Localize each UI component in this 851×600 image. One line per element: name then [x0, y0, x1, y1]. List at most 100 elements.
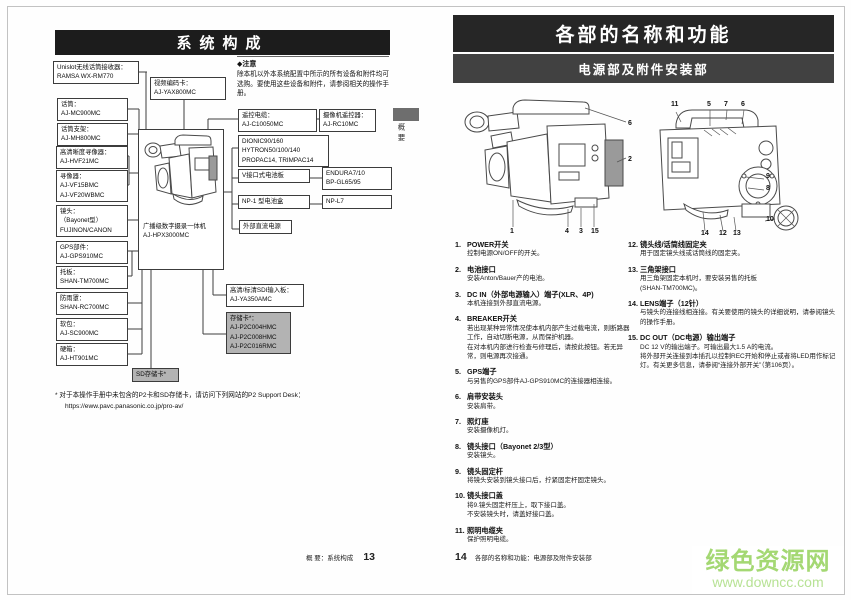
item-desc: 若出现某种异常情况使本机内部产生过载电流，则断路器工作，自动切断电源，从而保护机… [467, 324, 630, 360]
section-subtitle-bar: 电源部及附件安装部 [453, 54, 834, 83]
callout-1: 1 [510, 228, 514, 235]
item-title: 镜头线/话筒线固定夹 [640, 240, 707, 249]
callout-5: 5 [707, 101, 711, 108]
footnote-line1: * 对于本操作手册中未包含的P2卡和SD存储卡，请访问下列网站的P2 Suppo… [55, 392, 305, 399]
note-block: ◆注意 除本机以外本系统配置中所示的所有设备和附件均可选购。要使用这些设备和附件… [237, 56, 389, 99]
diagram-box-np1-case: NP-1 型电池盒 [238, 195, 310, 209]
item-title: LENS端子（12针） [640, 298, 704, 308]
footer-page-number: 14 [455, 551, 467, 563]
callout-6b: 6 [741, 101, 745, 108]
watermark: 绿色资源网 www.downcc.com [692, 546, 844, 594]
diagram-box-batteries: DIONIC90/160 HYTRON50/100/140 PROPAC14, … [238, 135, 329, 168]
list-item-4: 4. BREAKER开关若出现某种异常情况使本机内部产生过载电流，则断路器工作，自… [455, 314, 631, 361]
diagram-box-endura: ENDURA7/10 BP-GL65/95 [322, 167, 392, 190]
callout-4: 4 [565, 228, 569, 235]
callout-7: 7 [724, 101, 728, 108]
list-item-12: 12.镜头线/话筒线固定夹用于固定镜头线或话筒线的固定夹。 [628, 240, 840, 259]
item-desc: 将9.镜头固定杆压上，取下接口盖。 不安装镜头时，请盖好接口盖。 [467, 501, 570, 519]
diagram-box-lens: 镜头： （Bayonet型） FUJINON/CANON [56, 205, 128, 238]
diagram-box-remote-cable: 遥控电缆： AJ-C10050MC [238, 109, 317, 132]
list-item-10: 10.镜头接口盖将9.镜头固定杆压上，取下接口盖。 不安装镜头时，请盖好接口盖。 [455, 491, 631, 519]
callout-12: 12 [719, 230, 727, 237]
item-title: 镜头接口盖 [467, 491, 503, 501]
item-desc: 安装摄像机灯。 [467, 427, 513, 435]
section-tab-marker [393, 108, 419, 121]
left-page-footer: 概 要：系统构成 13 [306, 551, 375, 563]
list-item-2: 2.电池接口安装Anton/Bauer产的电池。 [455, 265, 631, 284]
scan-border [7, 6, 845, 595]
diagram-box-camera-remote: 摄像机遥控器： AJ-RC10MC [319, 109, 376, 132]
page-title-system-config: 系统构成 [55, 30, 390, 55]
footer-section-label: 各部的名称和功能：电源部及附件安装部 [474, 555, 592, 562]
note-heading: ◆注意 [237, 61, 257, 68]
diagram-box-mic: 话筒： AJ-MC900MC [57, 98, 128, 121]
item-number: 13. [628, 264, 638, 274]
diagram-box-ext-dc: 外部直流电源 [239, 220, 292, 234]
item-number: 10. [455, 491, 465, 501]
list-item-7: 7.照灯座安装摄像机灯。 [455, 417, 631, 436]
diagram-box-hd-viewfinder: 高清晰度寻像器： AJ-HVF21MC [56, 146, 128, 169]
item-number: 14. [628, 298, 638, 308]
diagram-box-plate: 托板： SHAN-TM700MC [56, 266, 128, 289]
item-desc: 用三角架固定本机时，要安装另售的托板 (SHAN-TM700MC)。 [640, 275, 757, 292]
callout-11: 11 [671, 101, 679, 108]
item-title: GPS端子 [467, 367, 497, 377]
callout-15: 15 [591, 228, 599, 235]
item-number: 6. [455, 392, 461, 402]
item-title: 照明电缆夹 [467, 525, 503, 535]
camera-unit-label: 广播级数字摄录一体机 AJ-HPX3000MC [143, 223, 206, 240]
item-title: 镜头固定杆 [467, 466, 503, 476]
list-item-6: 6.肩带安装头安装肩带。 [455, 392, 631, 411]
diagram-box-sdi-board: 高清/标清SDI输入板： AJ-YA350AMC [226, 284, 304, 307]
diagram-box-soft-bag: 软包： AJ-SC900MC [56, 318, 128, 341]
callout-2: 2 [628, 156, 632, 163]
callout-6: 6 [628, 120, 632, 127]
item-number: 1. [455, 240, 461, 249]
item-title: DC IN（外部电源输入）端子(XLR、4P) [467, 289, 594, 299]
list-item-1: 1.POWER开关控制电源ON/OFF的开关。 [455, 240, 631, 259]
footnote: * 对于本操作手册中未包含的P2卡和SD存储卡，请访问下列网站的P2 Suppo… [55, 391, 390, 412]
callout-13: 13 [733, 230, 741, 237]
list-item-9: 9.镜头固定杆将镜头安装到镜头接口后，拧紧固定杆固定镜头。 [455, 467, 631, 486]
item-title: POWER开关 [467, 240, 509, 249]
item-title: 三角架接口 [640, 264, 676, 274]
camcorder-front-left-illustration [464, 99, 627, 227]
item-desc: DC 12 V的输出端子。可输出最大1.5 A的电流。 将外部开关连接到本插孔以… [640, 343, 836, 370]
item-number: 4. [455, 314, 461, 324]
diagram-box-unislot-receiver: Unislot无线话筒接收器： RAMSA WX-RM770 [53, 61, 139, 84]
list-item-11: 11.照明电缆夹保护照明电缆。 [455, 526, 631, 545]
diagram-box-rain-cover: 防雨罩： SHAN-RC700MC [56, 292, 128, 315]
item-desc: 本机连接到外部直流电源。 [467, 299, 545, 307]
diagram-box-mic-holder: 话筒支架： AJ-MH800MC [57, 123, 128, 146]
diagram-box-camera-unit: 广播级数字摄录一体机 AJ-HPX3000MC [138, 129, 224, 270]
item-number: 7. [455, 416, 461, 426]
right-page-footer: 14 各部的名称和功能：电源部及附件安装部 [455, 551, 592, 563]
item-number: 3. [455, 289, 461, 299]
footer-page-number: 13 [363, 551, 375, 563]
item-title: 镜头接口（Bayonet 2/3型） [467, 441, 558, 451]
item-title: BREAKER开关 [467, 314, 517, 324]
item-number: 5. [455, 367, 461, 377]
camcorder-rear-right-illustration [659, 109, 799, 232]
footer-section-label: 概 要：系统构成 [306, 555, 354, 562]
item-title: 肩带安装头 [467, 392, 503, 402]
note-body: 除本机以外本系统配置中所示的所有设备和附件均可选购。要使用这些设备和附件，请参阅… [237, 71, 389, 98]
footnote-url: https://eww.pavc.panasonic.co.jp/pro-av/ [65, 402, 184, 410]
parts-list-column-left: 1.POWER开关控制电源ON/OFF的开关。 2.电池接口安装Anton/Ba… [455, 240, 631, 550]
list-item-8: 8. 镜头接口（Bayonet 2/3型）安装镜头。 [455, 442, 631, 461]
diagram-box-video-encoder: 视频编码卡： AJ-YAX800MC [150, 77, 226, 100]
callout-3: 3 [579, 228, 583, 235]
item-title: 电池接口 [467, 264, 496, 274]
diagram-box-gps: GPS部件： AJ-GPS910MC [56, 241, 128, 264]
watermark-site-name: 绿色资源网 [705, 547, 831, 575]
item-desc: 保护照明电缆。 [467, 535, 513, 543]
diagram-box-hard-case: 硬箱： AJ-HT901MC [56, 343, 128, 366]
item-number: 8. [455, 441, 461, 451]
list-item-13: 13.三角架接口用三角架固定本机时，要安装另售的托板 (SHAN-TM700MC… [628, 265, 840, 293]
parts-list-column-right: 12.镜头线/话筒线固定夹用于固定镜头线或话筒线的固定夹。 13.三角架接口用三… [628, 240, 840, 377]
item-desc: 安装镜头。 [467, 452, 500, 460]
diagram-box-viewfinder: 寻像器： AJ-VF15BMC AJ-VF20WBMC [56, 170, 128, 203]
item-desc: 与另售的GPS部件AJ-GPS910MC的连接器相连接。 [467, 377, 617, 385]
